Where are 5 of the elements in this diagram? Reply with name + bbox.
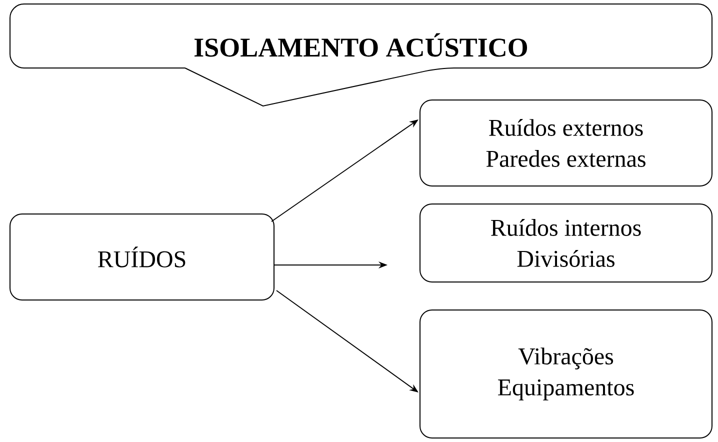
speech-bubble: ISOLAMENTO ACÚSTICO — [10, 4, 712, 106]
process-box: RUÍDOS — [10, 214, 274, 300]
process-box: Ruídos internos Divisórias — [420, 204, 712, 282]
process-box: Ruídos externos Paredes externas — [420, 100, 712, 186]
process-box: Vibrações Equipamentos — [420, 309, 712, 438]
